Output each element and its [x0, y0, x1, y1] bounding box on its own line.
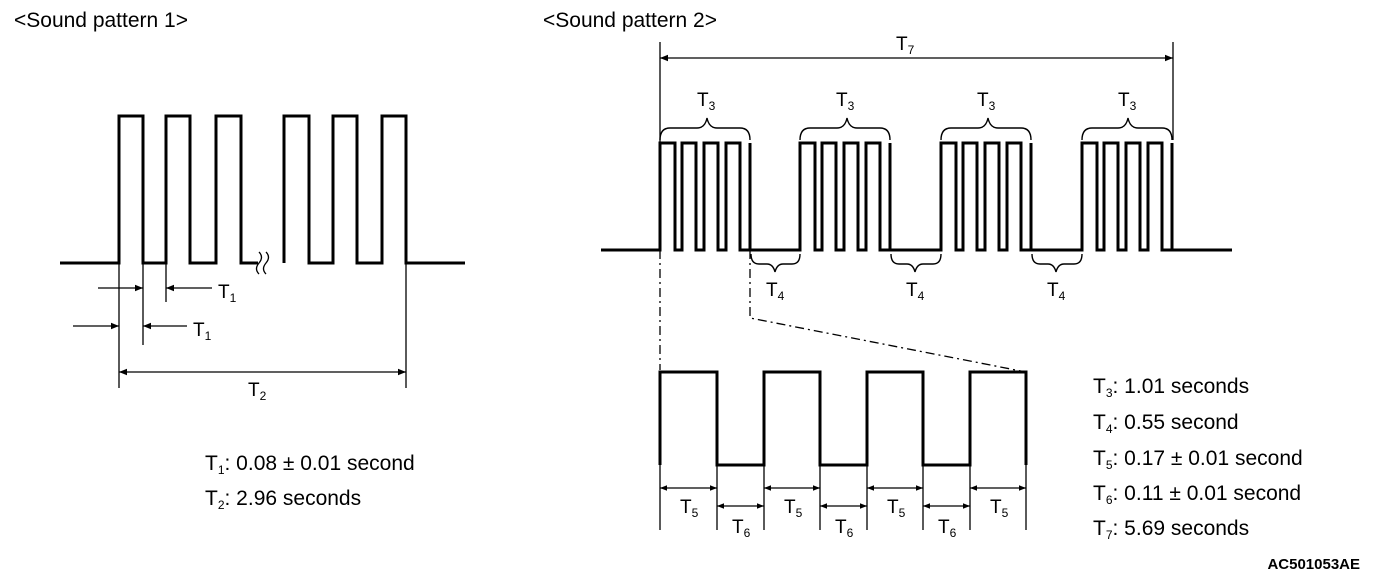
spec-t3: T3: 1.01 seconds	[1093, 375, 1249, 400]
t3-brace	[1081, 117, 1173, 141]
zoom-line-right	[749, 250, 1027, 373]
spec-t7: T7: 5.69 seconds	[1093, 517, 1249, 542]
spec-t5: T5: 0.17 ± 0.01 second	[1093, 447, 1303, 472]
t5-label: T5	[990, 497, 1009, 520]
t3-brace	[799, 117, 891, 141]
t7-label: T7	[896, 34, 915, 57]
sound-pattern-1: <Sound pattern 1> T1 T1 T2 T1: 0.08	[14, 9, 465, 512]
t3-label: T3	[977, 90, 996, 113]
t6-label: T6	[938, 517, 957, 540]
spec-t1: T1: 0.08 ± 0.01 second	[205, 452, 415, 477]
t3-brace	[940, 117, 1032, 141]
t4-label: T4	[766, 280, 785, 303]
t3-label: T3	[836, 90, 855, 113]
pattern2-spec-list: T3: 1.01 seconds T4: 0.55 second T5: 0.1…	[1093, 375, 1303, 542]
t5-t6-extension-lines	[659, 465, 1027, 530]
pattern2-waveform	[601, 141, 1232, 252]
pattern1-waveform	[60, 114, 465, 265]
t4-label: T4	[906, 280, 925, 303]
t5-label: T5	[784, 497, 803, 520]
pattern1-heading: <Sound pattern 1>	[14, 9, 188, 32]
t1-width-label: T1	[193, 320, 212, 343]
waveform-break-mark	[255, 251, 270, 275]
t3-brace	[659, 117, 751, 141]
spec-t6: T6: 0.11 ± 0.01 second	[1093, 482, 1301, 507]
t3-label: T3	[697, 90, 716, 113]
t5-label: T5	[887, 497, 906, 520]
t4-brace	[750, 253, 801, 273]
t6-label: T6	[732, 517, 751, 540]
t2-label: T2	[248, 380, 267, 403]
figure-code: AC501053AE	[1267, 556, 1360, 573]
pattern2-enlarged-waveform	[658, 370, 1028, 467]
t4-brace	[1031, 253, 1083, 273]
t4-brace	[890, 253, 942, 273]
t1-label: T1	[218, 282, 237, 305]
t4-label: T4	[1047, 280, 1066, 303]
spec-t4: T4: 0.55 second	[1093, 411, 1239, 436]
sound-pattern-2: <Sound pattern 2> T7 T3 T3 T3 T3 T4 T4 T…	[543, 9, 1303, 542]
pattern2-heading: <Sound pattern 2>	[543, 9, 717, 32]
t5-label: T5	[680, 497, 699, 520]
pattern1-spec-list: T1: 0.08 ± 0.01 second T2: 2.96 seconds	[205, 452, 415, 512]
t3-label: T3	[1118, 90, 1137, 113]
t6-label: T6	[835, 517, 854, 540]
spec-t2: T2: 2.96 seconds	[205, 487, 361, 512]
